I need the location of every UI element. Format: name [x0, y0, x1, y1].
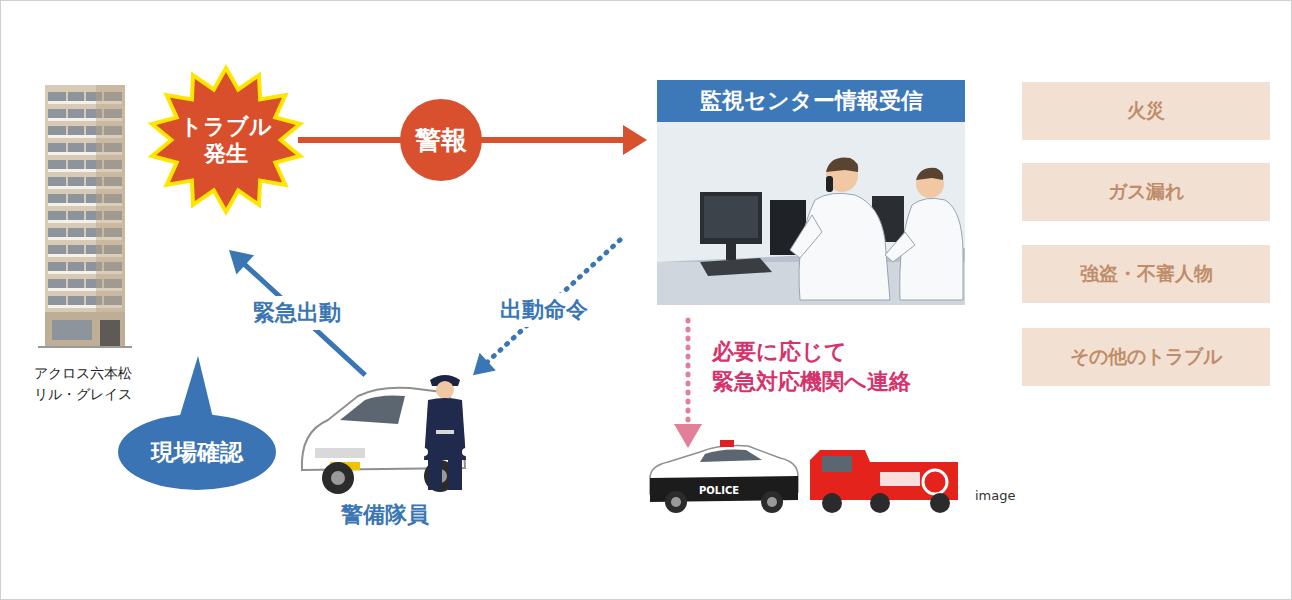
- patrol-car-and-guard: [448, 458, 462, 490]
- connector: [486, 240, 620, 363]
- building-illustration: [96, 85, 125, 347]
- fire-truck: [880, 472, 920, 486]
- node-text: 監視センター情報受信: [700, 86, 923, 116]
- fire-truck: [930, 493, 950, 513]
- office-illustration: [700, 258, 772, 276]
- office-illustration: [826, 176, 833, 192]
- note-text: 必要に応じて 緊急対応機関へ連絡: [712, 337, 974, 397]
- trouble-type-box: ガス漏れ: [1022, 163, 1270, 221]
- node-text: アクロス六本松 リル・グレイス: [24, 363, 142, 405]
- building-illustration: [38, 346, 132, 348]
- patrol-car-and-guard: [420, 448, 428, 456]
- node-text: トラブル 発生: [176, 113, 276, 168]
- callout-tail: [178, 356, 214, 422]
- police-car: [761, 491, 783, 513]
- contact-arrow: [674, 320, 702, 448]
- police-car: [720, 440, 734, 447]
- fire-truck: [870, 493, 890, 513]
- fire-truck: [870, 456, 954, 462]
- patrol-car-and-guard: [322, 462, 354, 494]
- office-illustration: [657, 122, 965, 305]
- office-illustration: [726, 244, 736, 260]
- bubble-shape: [118, 414, 276, 490]
- building-node: アクロス六本松 リル・グレイス: [16, 80, 150, 405]
- patrol-car-and-guard: [340, 396, 405, 425]
- fire-truck: [822, 493, 842, 513]
- building-illustration: [38, 85, 132, 347]
- trouble-type-box: 火災: [1022, 82, 1270, 140]
- fire-truck: [810, 450, 958, 513]
- trouble-type-box: その他のトラブル: [1022, 328, 1270, 386]
- monitor-center-box: 監視センター情報受信: [657, 80, 965, 305]
- office-illustration: [826, 158, 858, 172]
- fire-truck: [810, 450, 958, 500]
- arrow-head: [229, 250, 254, 274]
- trouble-type-box: 強盗・不審人物: [1022, 245, 1270, 303]
- patrol-car-and-guard: [302, 375, 470, 494]
- patrol-car-and-guard: [302, 388, 465, 470]
- image-note: image: [975, 488, 1025, 503]
- alarm-circle-label: 警報: [400, 99, 482, 181]
- site-check-bubble: 現場確認: [118, 414, 276, 490]
- patrol-car-and-guard: [331, 471, 345, 485]
- office-illustration: [799, 193, 890, 300]
- patrol-car-and-guard: [462, 448, 470, 456]
- arrow-head: [623, 125, 647, 155]
- guard-node: 警備隊員: [295, 358, 475, 530]
- police-car: [671, 497, 681, 507]
- node-text: 現場確認: [151, 437, 243, 468]
- police-car: [665, 491, 687, 513]
- connector: [244, 264, 365, 376]
- patrol-car-and-guard: [315, 448, 365, 458]
- office-illustration: [657, 122, 965, 305]
- node-text: 強盗・不審人物: [1080, 261, 1213, 287]
- starburst-shape: [152, 68, 300, 212]
- edge-label: 緊急出動: [247, 296, 347, 330]
- building-illustration: [45, 312, 125, 347]
- patrol-car-and-guard: [436, 381, 454, 399]
- car-marking: POLICE: [694, 485, 744, 496]
- police-car: [700, 450, 762, 463]
- office-illustration: [700, 192, 762, 244]
- building-illustration: [100, 320, 120, 347]
- fire-truck: [822, 456, 852, 472]
- contact-arrow: [686, 320, 691, 424]
- patrol-car-and-guard: [436, 430, 454, 434]
- patrol-car-and-guard: [424, 398, 466, 460]
- patrol-car-and-guard: [428, 458, 442, 490]
- center-header-band: 監視センター情報受信: [657, 80, 965, 122]
- starburst-shape: [150, 68, 302, 212]
- edge-label: 出動命令: [494, 293, 594, 327]
- office-illustration: [790, 215, 822, 258]
- police-car: [650, 440, 798, 513]
- building-illustration: [45, 85, 125, 347]
- trouble-starburst: トラブル 発生: [150, 68, 302, 212]
- fire-truck: [923, 470, 947, 494]
- arrow-head: [473, 353, 496, 375]
- office-illustration: [916, 168, 943, 180]
- node-text: 警備隊員: [341, 500, 429, 530]
- building-illustration: [52, 320, 92, 340]
- node-text: その他のトラブル: [1070, 344, 1222, 370]
- police-car: [767, 497, 777, 507]
- office-illustration: [885, 232, 915, 262]
- node-text: 火災: [1127, 98, 1165, 124]
- office-illustration: [704, 196, 758, 238]
- contact-arrow: [674, 424, 702, 448]
- node-text: ガス漏れ: [1108, 179, 1184, 205]
